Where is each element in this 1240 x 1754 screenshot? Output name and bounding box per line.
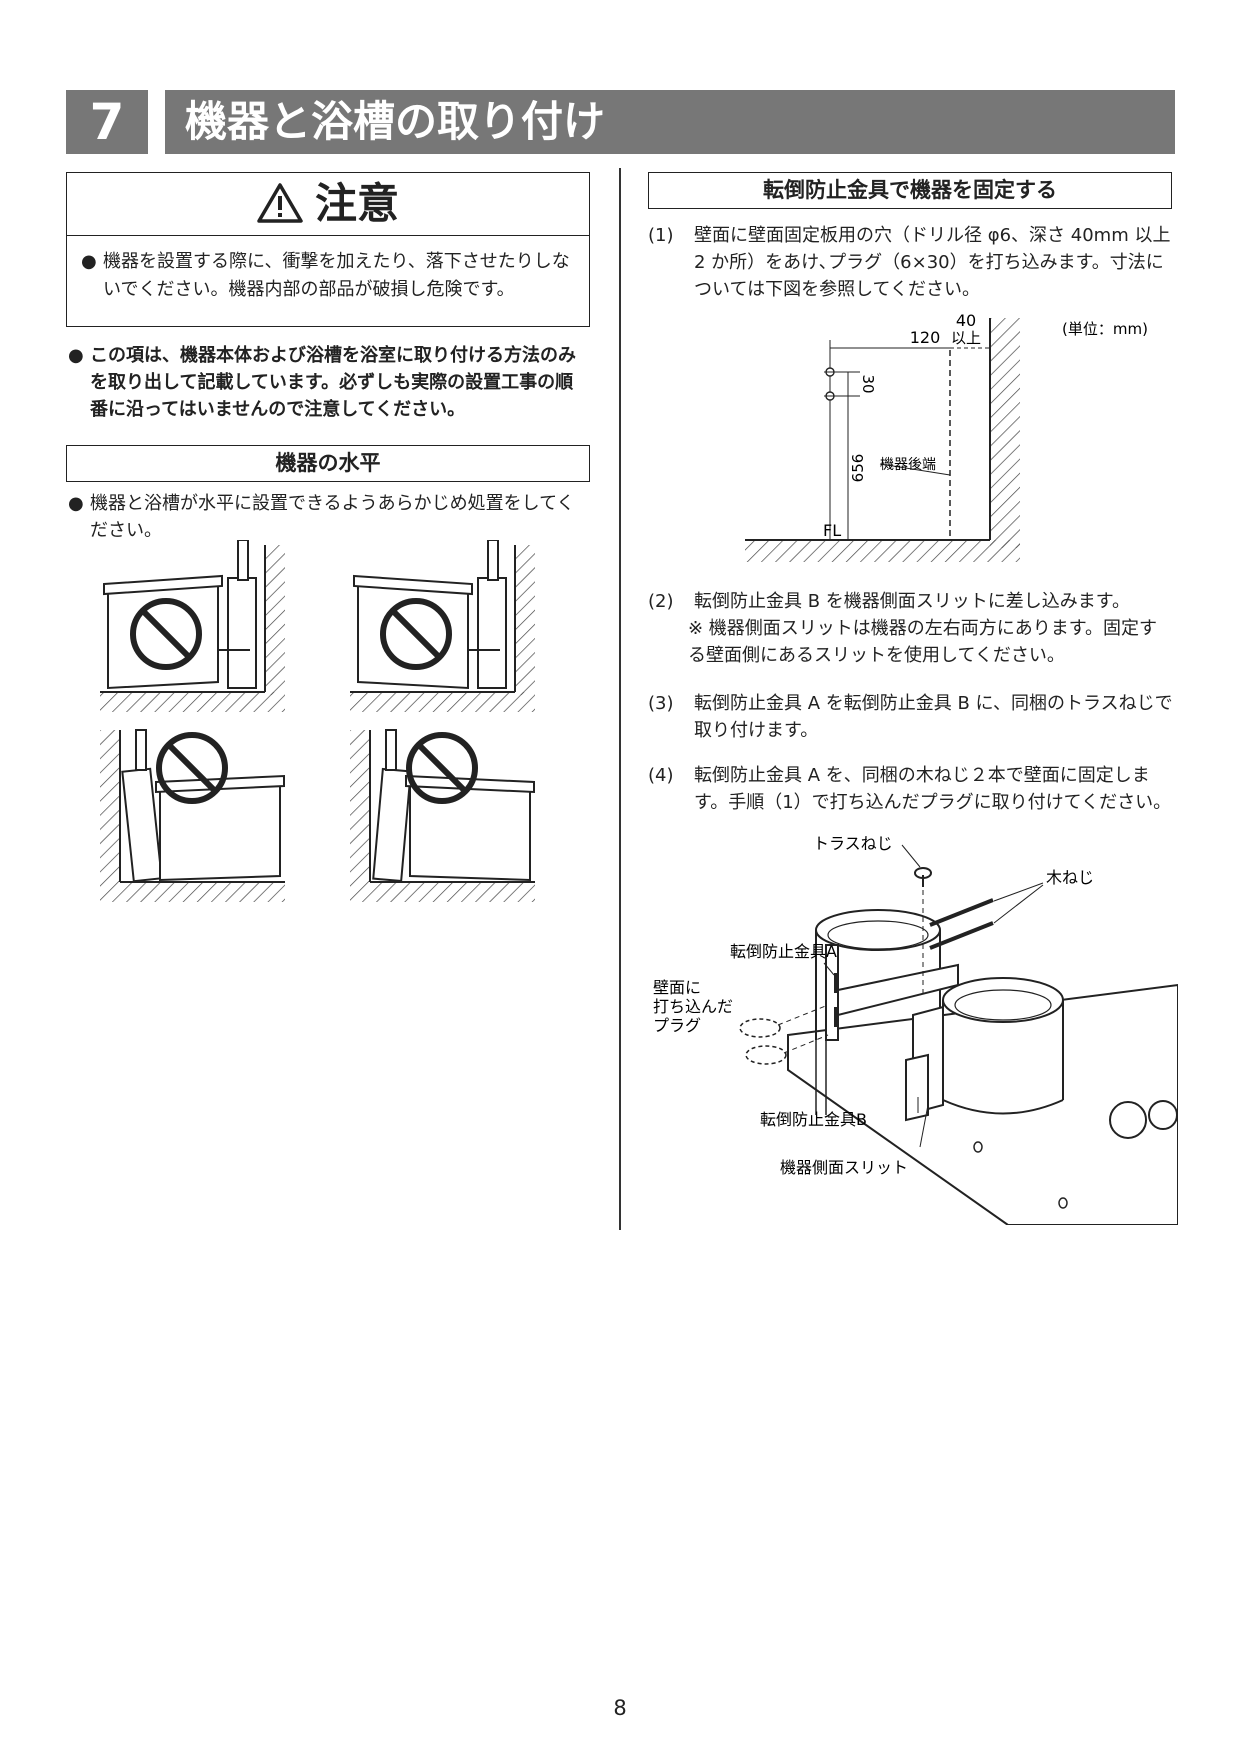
side-slit-label: 機器側面スリット bbox=[780, 1158, 908, 1177]
dim-30: 30 bbox=[859, 374, 877, 393]
install-note-text: この項は、機器本体および浴槽を浴室に取り付ける方法のみを取り出して記載しています… bbox=[90, 345, 576, 420]
step-2-note: ※ 機器側面スリットは機器の左右両方にあります。固定する壁面側にあるスリットを使… bbox=[688, 618, 1158, 666]
step-number: (1) bbox=[648, 225, 674, 246]
prohibition-icon bbox=[156, 732, 228, 804]
page-number: 8 bbox=[613, 1696, 627, 1720]
wood-screw-label: 木ねじ bbox=[1046, 868, 1094, 887]
caution-box: 注意 ● 機器を設置する際に、衝撃を加えたり、落下させたりしないでください。機器… bbox=[66, 172, 590, 327]
plug-label-1: 壁面に bbox=[653, 978, 701, 997]
leveling-text: 機器と浴槽が水平に設置できるようあらかじめ処置をしてください。 bbox=[90, 493, 575, 541]
rear-edge-label: 機器後端 bbox=[880, 457, 936, 473]
tilt-illustration-1 bbox=[100, 540, 285, 712]
step-2: (2) 転倒防止金具 B を機器側面スリットに差し込みます。 ※ 機器側面スリッ… bbox=[648, 588, 1174, 669]
section-number: 7 bbox=[66, 90, 148, 154]
step-text: 転倒防止金具 A を転倒防止金具 B に、同梱のトラスねじで取り付けます。 bbox=[694, 693, 1173, 741]
step-number: (3) bbox=[648, 693, 674, 714]
step-number: (2) bbox=[648, 591, 674, 612]
bullet-icon: ● bbox=[81, 251, 97, 272]
unit-label: (単位：mm) bbox=[1062, 320, 1148, 338]
dim-40: 40 bbox=[956, 311, 976, 330]
step-1: (1) 壁面に壁面固定板用の穴（ドリル径 φ6、深さ 40mm 以上 2 か所）… bbox=[648, 222, 1189, 303]
dimension-diagram: 120 40 以上 30 656 機器後端 FL (単位：mm) bbox=[745, 311, 1148, 562]
step-4: (4) 転倒防止金具 A を、同梱の木ねじ２本で壁面に固定します。手順（1）で打… bbox=[648, 762, 1174, 816]
caution-text: 機器を設置する際に、衝撃を加えたり、落下させたりしないでください。機器内部の部品… bbox=[103, 251, 570, 300]
tilt-illustration-4 bbox=[350, 729, 535, 902]
bullet-icon: ● bbox=[68, 345, 84, 366]
plug-label-3: プラグ bbox=[653, 1016, 701, 1035]
assembly-diagram: トラスねじ 木ねじ 転倒防止金具A 壁面に 打ち込んだ プラグ 転倒防止金具B … bbox=[653, 835, 1178, 1225]
step-3: (3) 転倒防止金具 A を転倒防止金具 B に、同梱のトラスねじで取り付けます… bbox=[648, 690, 1174, 744]
section-title: 機器と浴槽の取り付け bbox=[165, 90, 1175, 154]
prohibition-icon bbox=[406, 732, 478, 804]
leveling-heading: 機器の水平 bbox=[66, 445, 590, 482]
column-divider bbox=[619, 168, 621, 1230]
caution-header: 注意 bbox=[67, 173, 589, 236]
step-text: 転倒防止金具 B を機器側面スリットに差し込みます。 bbox=[694, 591, 1130, 612]
leveling-illustrations bbox=[100, 540, 535, 902]
prohibition-icon bbox=[380, 598, 452, 670]
fixing-heading: 転倒防止金具で機器を固定する bbox=[648, 172, 1172, 209]
dim-656: 656 bbox=[849, 454, 867, 483]
step-text: 壁面に壁面固定板用の穴（ドリル径 φ6、深さ 40mm 以上 2 か所）をあけ､… bbox=[694, 225, 1189, 300]
caution-title: 注意 bbox=[314, 179, 399, 228]
tilt-illustration-2 bbox=[350, 540, 535, 712]
bracket-a-label: 転倒防止金具A bbox=[730, 942, 837, 961]
prohibition-icon bbox=[130, 598, 202, 670]
warning-icon bbox=[257, 183, 303, 223]
dim-40-suffix: 以上 bbox=[951, 329, 981, 347]
plug-label-2: 打ち込んだ bbox=[653, 997, 733, 1016]
truss-screw-label: トラスねじ bbox=[813, 835, 893, 853]
tilt-illustration-3 bbox=[100, 729, 285, 902]
dim-120: 120 bbox=[910, 328, 941, 347]
step-text: 転倒防止金具 A を、同梱の木ねじ２本で壁面に固定します。手順（1）で打ち込んだ… bbox=[694, 765, 1172, 813]
floor-label: FL bbox=[823, 521, 841, 540]
leveling-instruction: ● 機器と浴槽が水平に設置できるようあらかじめ処置をしてください。 bbox=[68, 490, 590, 544]
bullet-icon: ● bbox=[68, 493, 84, 514]
install-note: ● この項は、機器本体および浴槽を浴室に取り付ける方法のみを取り出して記載してい… bbox=[68, 342, 590, 423]
step-number: (4) bbox=[648, 765, 674, 786]
bracket-b-label: 転倒防止金具B bbox=[760, 1110, 867, 1129]
